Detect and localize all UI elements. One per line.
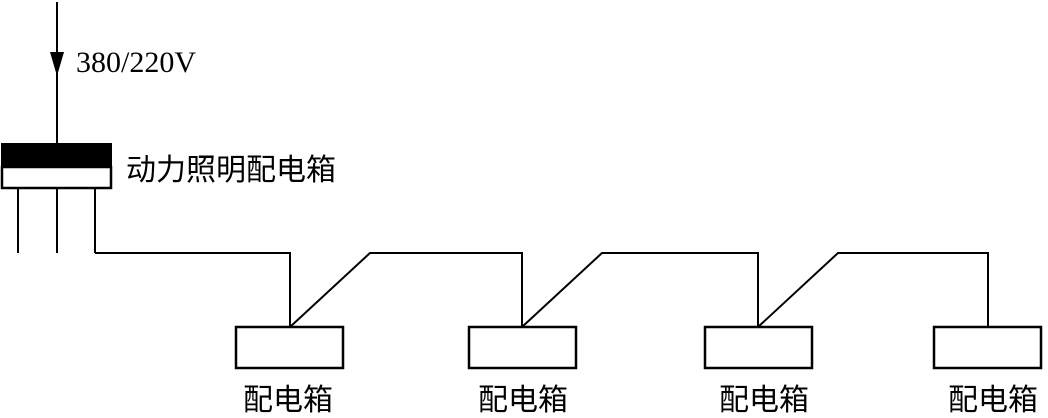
sub-panel-box [932,325,1043,370]
sub-panel-box [467,325,578,370]
sub-panel-label: 配电箱 [243,383,333,418]
sub-panel-1: 配电箱 [234,325,345,418]
main-panel-top-bar [1,143,112,167]
sub-panel-label: 配电箱 [719,383,809,418]
sub-panel-label: 配电箱 [478,383,568,418]
sub-panel-3: 配电箱 [703,325,814,418]
supply-arrow-icon [50,52,64,76]
chain-wiring [95,252,989,328]
chain-segment-2 [289,252,523,328]
sub-panel-4: 配电箱 [932,325,1043,418]
supply-voltage-label: 380/220V [76,46,196,79]
outgoing-feeders [17,188,96,253]
sub-panel-label: 配电箱 [948,383,1038,418]
chain-segment-3 [521,252,759,328]
main-panel: 动力照明配电箱 [0,143,336,190]
chain-segment-1 [95,252,291,327]
main-panel-body [0,165,113,190]
main-panel-label: 动力照明配电箱 [126,153,336,188]
sub-panel-box [234,325,345,370]
sub-panel-box [703,325,814,370]
incoming-supply: 380/220V [50,2,196,143]
chain-segment-4 [757,252,989,328]
sub-panel-2: 配电箱 [467,325,578,418]
